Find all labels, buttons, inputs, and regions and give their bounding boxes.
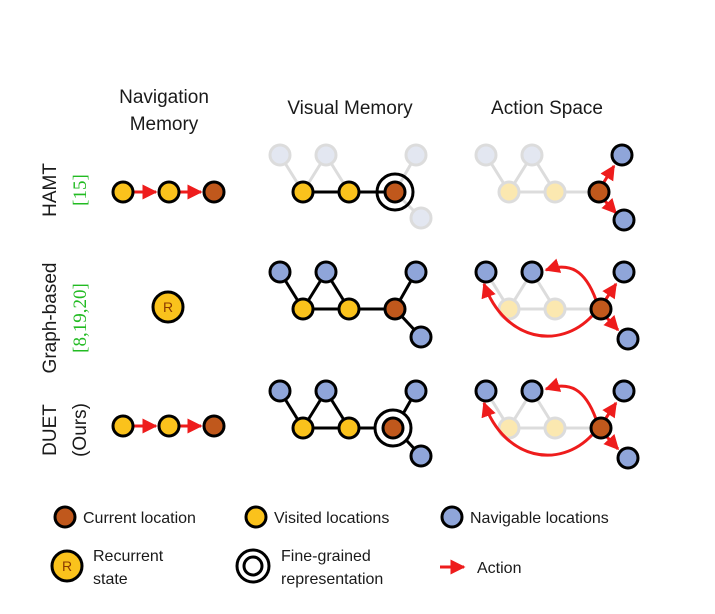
- svg-text:representation: representation: [281, 571, 383, 588]
- navigable-node: [409, 325, 433, 349]
- visited-node: [337, 297, 361, 321]
- duet-visual-memory: [268, 379, 433, 468]
- legend-visited-locations: Visited locations: [244, 505, 389, 529]
- svg-text:Recurrent: Recurrent: [93, 548, 164, 565]
- svg-text:state: state: [93, 571, 128, 588]
- current-node: [383, 180, 407, 204]
- svg-text:Fine-grained: Fine-grained: [281, 548, 371, 565]
- visited-node: [291, 297, 315, 321]
- svg-text:Current location: Current location: [83, 510, 196, 527]
- row-label-duet: DUET: [40, 404, 61, 456]
- visited-node: [337, 180, 361, 204]
- navigable-node-faded: [268, 143, 292, 167]
- svg-text:R: R: [62, 558, 72, 574]
- legend-action: Action: [440, 559, 521, 577]
- navigable-node: [616, 446, 640, 470]
- row-sublabel-ours: (Ours): [70, 403, 91, 457]
- current-node: [202, 180, 226, 204]
- fine-grained-ring: [375, 172, 415, 212]
- navigable-node: [314, 260, 338, 284]
- navigable-node: [520, 379, 544, 403]
- graph-navigation-memory: R: [151, 290, 185, 324]
- navigable-node-faded: [404, 143, 428, 167]
- current-node: [202, 414, 226, 438]
- legend: Current location Visited locations Navig…: [50, 505, 609, 588]
- header-navigation-memory-line2: Memory: [130, 114, 199, 135]
- row-cite-hamt: [15]: [70, 174, 91, 206]
- navigable-node: [520, 260, 544, 284]
- header-navigation-memory-line1: Navigation: [119, 87, 209, 108]
- svg-text:HAMT: HAMT: [40, 163, 61, 217]
- navigable-node: [612, 379, 636, 403]
- navigable-node: [404, 260, 428, 284]
- navigable-node: [616, 327, 640, 351]
- visited-node: [111, 414, 135, 438]
- visited-node: [157, 180, 181, 204]
- visited-node: [291, 180, 315, 204]
- header-action-space: Action Space: [491, 98, 603, 119]
- svg-text:Graph-based: Graph-based: [40, 263, 61, 374]
- navigable-node: [404, 379, 428, 403]
- legend-navigable-locations: Navigable locations: [440, 505, 609, 529]
- graph-action-space: [474, 258, 640, 351]
- navigable-node-faded: [409, 206, 433, 230]
- navigable-node: [612, 208, 636, 232]
- hamt-navigation-memory: [111, 180, 226, 204]
- svg-text:[15]: [15]: [70, 174, 91, 206]
- row-label-hamt: HAMT: [40, 163, 61, 217]
- svg-text:Action: Action: [477, 560, 521, 577]
- visited-node: [291, 416, 315, 440]
- svg-text:DUET: DUET: [40, 404, 61, 456]
- duet-action-space: [474, 377, 640, 470]
- current-node: [589, 416, 613, 440]
- navigable-node: [409, 444, 433, 468]
- navigable-node: [610, 143, 634, 167]
- current-node: [589, 297, 613, 321]
- visited-node: [157, 414, 181, 438]
- row-label-graph-based: Graph-based: [40, 263, 61, 374]
- svg-text:Navigable locations: Navigable locations: [470, 510, 609, 527]
- legend-fine-grained-representation: Fine-grained representation: [235, 548, 383, 588]
- duet-navigation-memory: [111, 414, 226, 438]
- svg-text:[8,19,20]: [8,19,20]: [70, 283, 91, 353]
- graph-visual-memory: [268, 260, 433, 349]
- hamt-action-space: [474, 143, 636, 232]
- navigable-node: [268, 379, 292, 403]
- current-node: [381, 416, 405, 440]
- navigable-node: [474, 260, 498, 284]
- visited-node: [337, 416, 361, 440]
- legend-recurrent-state: R Recurrent state: [50, 548, 164, 588]
- hamt-visual-memory: [268, 143, 433, 230]
- svg-text:Visited locations: Visited locations: [274, 510, 389, 527]
- current-node: [587, 180, 611, 204]
- recurrent-state-node: [151, 290, 185, 324]
- header-visual-memory: Visual Memory: [287, 98, 413, 119]
- navigable-node: [474, 379, 498, 403]
- legend-current-location: Current location: [53, 505, 196, 529]
- current-node: [383, 297, 407, 321]
- svg-text:(Ours): (Ours): [70, 403, 91, 457]
- recurrent-state-letter: R: [163, 299, 173, 315]
- visited-node: [111, 180, 135, 204]
- row-cite-graph-based: [8,19,20]: [70, 283, 91, 353]
- navigable-node-faded: [314, 143, 338, 167]
- navigable-node: [268, 260, 292, 284]
- navigable-node: [314, 379, 338, 403]
- navigable-node: [612, 260, 636, 284]
